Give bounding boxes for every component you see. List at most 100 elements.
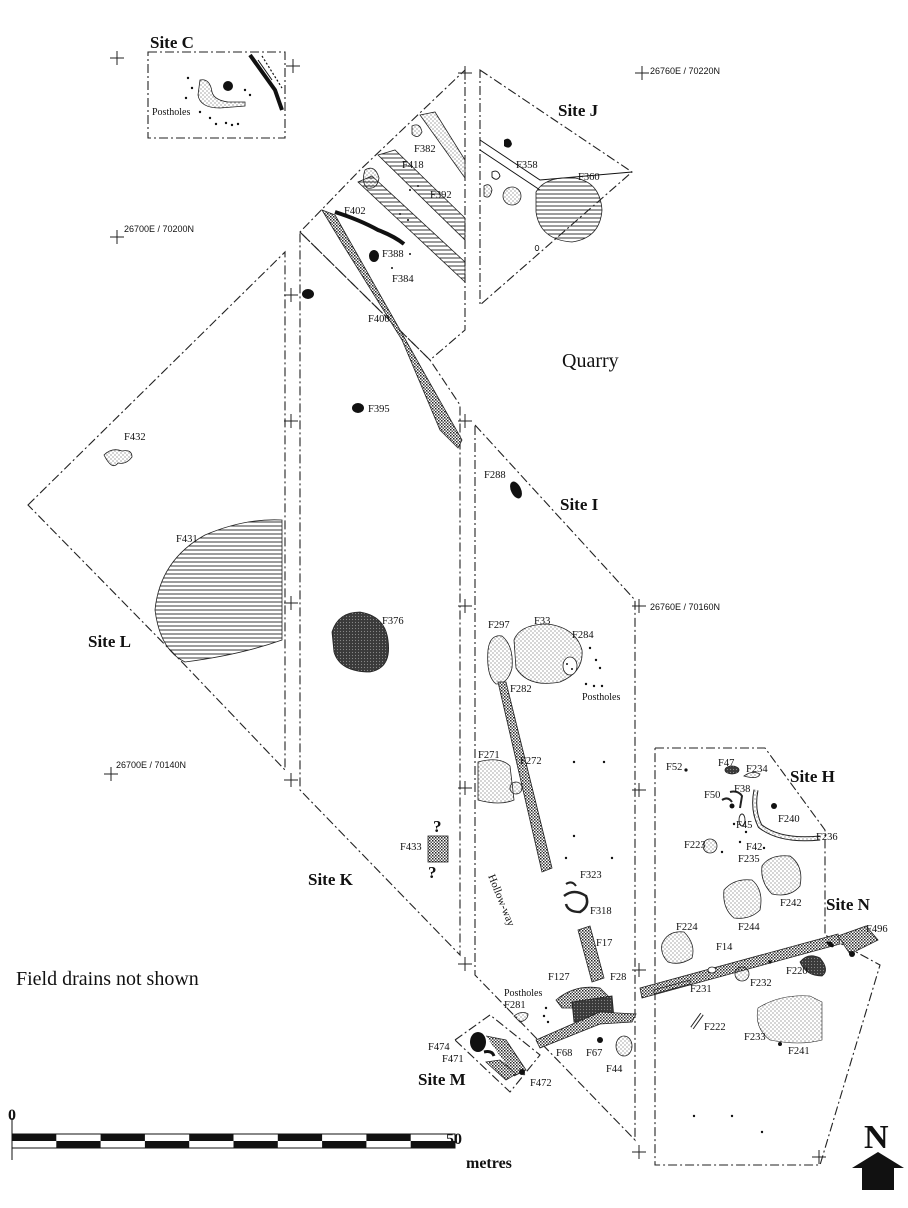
- feature-label: F400: [368, 314, 390, 325]
- feature-label: F272: [520, 756, 542, 767]
- scale-unit-label: metres: [466, 1155, 512, 1172]
- coord-nw-140: 26700E / 70140N: [116, 760, 186, 770]
- feature-label: F323: [580, 870, 602, 881]
- postholes-label-f281: Postholes: [504, 988, 542, 999]
- feature-label: F127: [548, 972, 570, 983]
- feature-label: F28: [610, 972, 626, 983]
- feature-label: F244: [738, 922, 760, 933]
- feature-label: F68: [556, 1048, 572, 1059]
- north-strip-features: [302, 111, 466, 449]
- site-n-label: Site N: [826, 895, 871, 914]
- feature-label: F232: [750, 978, 772, 989]
- feature-label: F472: [530, 1078, 552, 1089]
- site-j-label: Site J: [558, 101, 599, 120]
- feature-label: F42: [746, 842, 762, 853]
- feature-label: F282: [510, 684, 532, 695]
- feature-label: F44: [606, 1064, 623, 1075]
- site-l-label: Site L: [88, 632, 131, 651]
- scale-segment: [233, 1141, 278, 1148]
- scale-segment: [56, 1141, 101, 1148]
- feature-label: F222: [704, 1022, 726, 1033]
- feature-label: F33: [534, 616, 550, 627]
- coord-ne-top: 26760E / 70220N: [650, 66, 720, 76]
- feature-label: F47: [718, 758, 734, 769]
- question-mark-lower: ?: [428, 863, 437, 882]
- feature-label: F234: [746, 764, 768, 775]
- postholes-label-site-c: Postholes: [152, 107, 190, 118]
- feature-label: F284: [572, 630, 594, 641]
- feature-label: F45: [736, 820, 752, 831]
- site-m-label: Site M: [418, 1070, 466, 1089]
- feature-label: F240: [778, 814, 800, 825]
- scale-end-label: 50: [446, 1131, 462, 1148]
- scale-start-label: 0: [8, 1107, 16, 1124]
- feature-label: F224: [676, 922, 698, 933]
- feature-label: F496: [866, 924, 888, 935]
- feature-label: F388: [382, 249, 404, 260]
- north-arrow: N: [852, 1119, 904, 1190]
- postholes-label-site-i: Postholes: [582, 692, 620, 703]
- feature-label: F17: [596, 938, 612, 949]
- feature-label: F14: [716, 942, 733, 953]
- site-k-label: Site K: [308, 870, 354, 889]
- field-drains-note: Field drains not shown: [16, 968, 199, 990]
- feature-label: F431: [176, 534, 198, 545]
- feature-label: F281: [504, 1000, 526, 1011]
- feature-label: F384: [392, 274, 414, 285]
- feature-label: F288: [484, 470, 506, 481]
- north-arrow-icon: [852, 1152, 904, 1190]
- feature-label: F233: [744, 1032, 766, 1043]
- site-m-boundary: [454, 1014, 541, 1093]
- scale-bar: 0 50 metres: [8, 1107, 512, 1172]
- feature-label: F271: [478, 750, 500, 761]
- site-c-boundary: [147, 51, 286, 139]
- feature-label: F236: [816, 832, 838, 843]
- site-h-features: [639, 765, 879, 1134]
- site-k-features: [331, 611, 449, 863]
- north-label: N: [864, 1119, 889, 1156]
- feature-label: F392: [430, 190, 452, 201]
- site-i-features: [477, 481, 637, 1057]
- feature-label: F235: [738, 854, 760, 865]
- site-l-boundary: [27, 250, 286, 772]
- scale-segment: [100, 1134, 145, 1141]
- feature-label: F38: [734, 784, 750, 795]
- scale-segment: [12, 1134, 57, 1141]
- site-h-label: Site H: [790, 767, 835, 786]
- feature-label: F242: [780, 898, 802, 909]
- site-i-boundary: [474, 423, 636, 1142]
- feature-label: F220: [786, 966, 808, 977]
- site-c-label: Site C: [150, 33, 194, 52]
- feature-labels: F382 F418 F392 F402 F388 F384 F400 F395 …: [124, 144, 888, 1089]
- site-i-label: Site I: [560, 495, 599, 514]
- hollow-way-label: Hollow-way: [485, 873, 517, 929]
- feature-label: F297: [488, 620, 510, 631]
- site-k-boundary: [299, 230, 461, 957]
- quarry-label: Quarry: [562, 350, 619, 372]
- feature-label: F318: [590, 906, 612, 917]
- feature-label: F395: [368, 404, 390, 415]
- feature-label: F471: [442, 1054, 464, 1065]
- site-m-features: [470, 1032, 527, 1081]
- site-j-features: [479, 138, 633, 251]
- feature-label: F433: [400, 842, 422, 853]
- feature-label: F418: [402, 160, 424, 171]
- scale-segment: [366, 1134, 411, 1141]
- feature-label: F52: [666, 762, 682, 773]
- scale-segments: [11, 1133, 456, 1149]
- question-mark-upper: ?: [433, 817, 442, 836]
- scale-segment: [277, 1134, 323, 1141]
- feature-label: F358: [516, 160, 538, 171]
- feature-label: F432: [124, 432, 146, 443]
- feature-label: F231: [690, 984, 712, 995]
- scale-segment: [410, 1141, 455, 1148]
- feature-label: F241: [788, 1046, 810, 1057]
- coord-nw-200: 26700E / 70200N: [124, 224, 194, 234]
- feature-label: F50: [704, 790, 720, 801]
- scale-segment: [144, 1141, 190, 1148]
- scale-segment: [322, 1141, 367, 1148]
- grid-crosses: [104, 51, 826, 1164]
- feature-label: F474: [428, 1042, 450, 1053]
- feature-label: F67: [586, 1048, 602, 1059]
